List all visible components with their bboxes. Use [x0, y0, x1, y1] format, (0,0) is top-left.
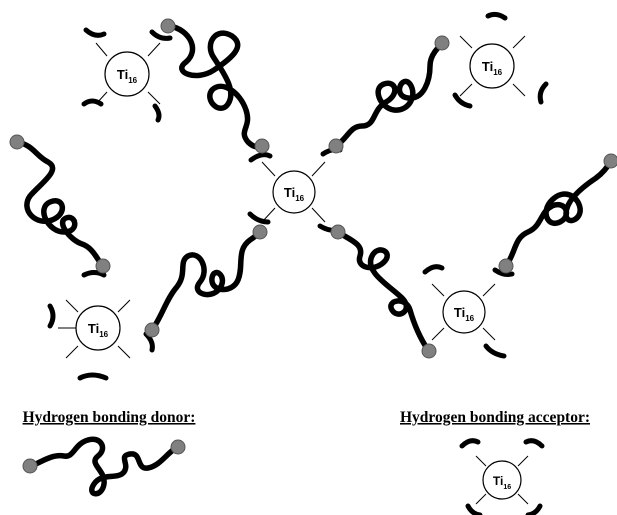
polymer-chain-upper-left — [160, 18, 270, 154]
legend-donor-label: Hydrogen bonding donor: — [23, 409, 196, 426]
polymer-chain-lower-left — [144, 224, 268, 338]
svg-text:Ti16: Ti16 — [454, 305, 475, 323]
cluster-label: Ti — [482, 59, 493, 74]
svg-text:Ti16: Ti16 — [493, 474, 511, 491]
svg-text:Ti16: Ti16 — [88, 321, 109, 339]
svg-text:Ti16: Ti16 — [284, 185, 305, 203]
ti16-cluster-bottom-right: Ti16 — [422, 264, 515, 359]
cluster-label-subscript: 16 — [503, 484, 511, 491]
cluster-label-subscript: 16 — [128, 76, 137, 85]
polymer-chain-left — [9, 134, 111, 274]
polymer-chain-right — [498, 153, 617, 274]
ti16-cluster-bottom-left: Ti16 — [47, 270, 155, 381]
ti16-cluster-center: Ti16 — [247, 147, 343, 233]
svg-text:Ti16: Ti16 — [117, 67, 138, 85]
legend-donor-chain — [22, 436, 186, 497]
legend-acceptor-cluster: Ti16 — [459, 438, 545, 515]
polymer-chain-lower-right — [330, 224, 437, 359]
legend-acceptor-label: Hydrogen bonding acceptor: — [400, 409, 590, 426]
ti16-cluster-top-right: Ti16 — [452, 11, 549, 109]
cluster-label-subscript: 16 — [99, 330, 108, 339]
cluster-label: Ti — [88, 321, 99, 336]
cluster-label: Ti — [493, 474, 503, 488]
cluster-label: Ti — [454, 305, 465, 320]
svg-text:Ti16: Ti16 — [482, 59, 503, 77]
cluster-label-subscript: 16 — [493, 68, 502, 77]
cluster-label-subscript: 16 — [295, 194, 304, 203]
ti16-cluster-top-left: Ti16 — [81, 27, 173, 123]
cluster-label: Ti — [284, 185, 295, 200]
polymer-chain-upper-right — [328, 35, 450, 154]
cluster-label-subscript: 16 — [465, 314, 474, 323]
cluster-label: Ti — [117, 67, 128, 82]
